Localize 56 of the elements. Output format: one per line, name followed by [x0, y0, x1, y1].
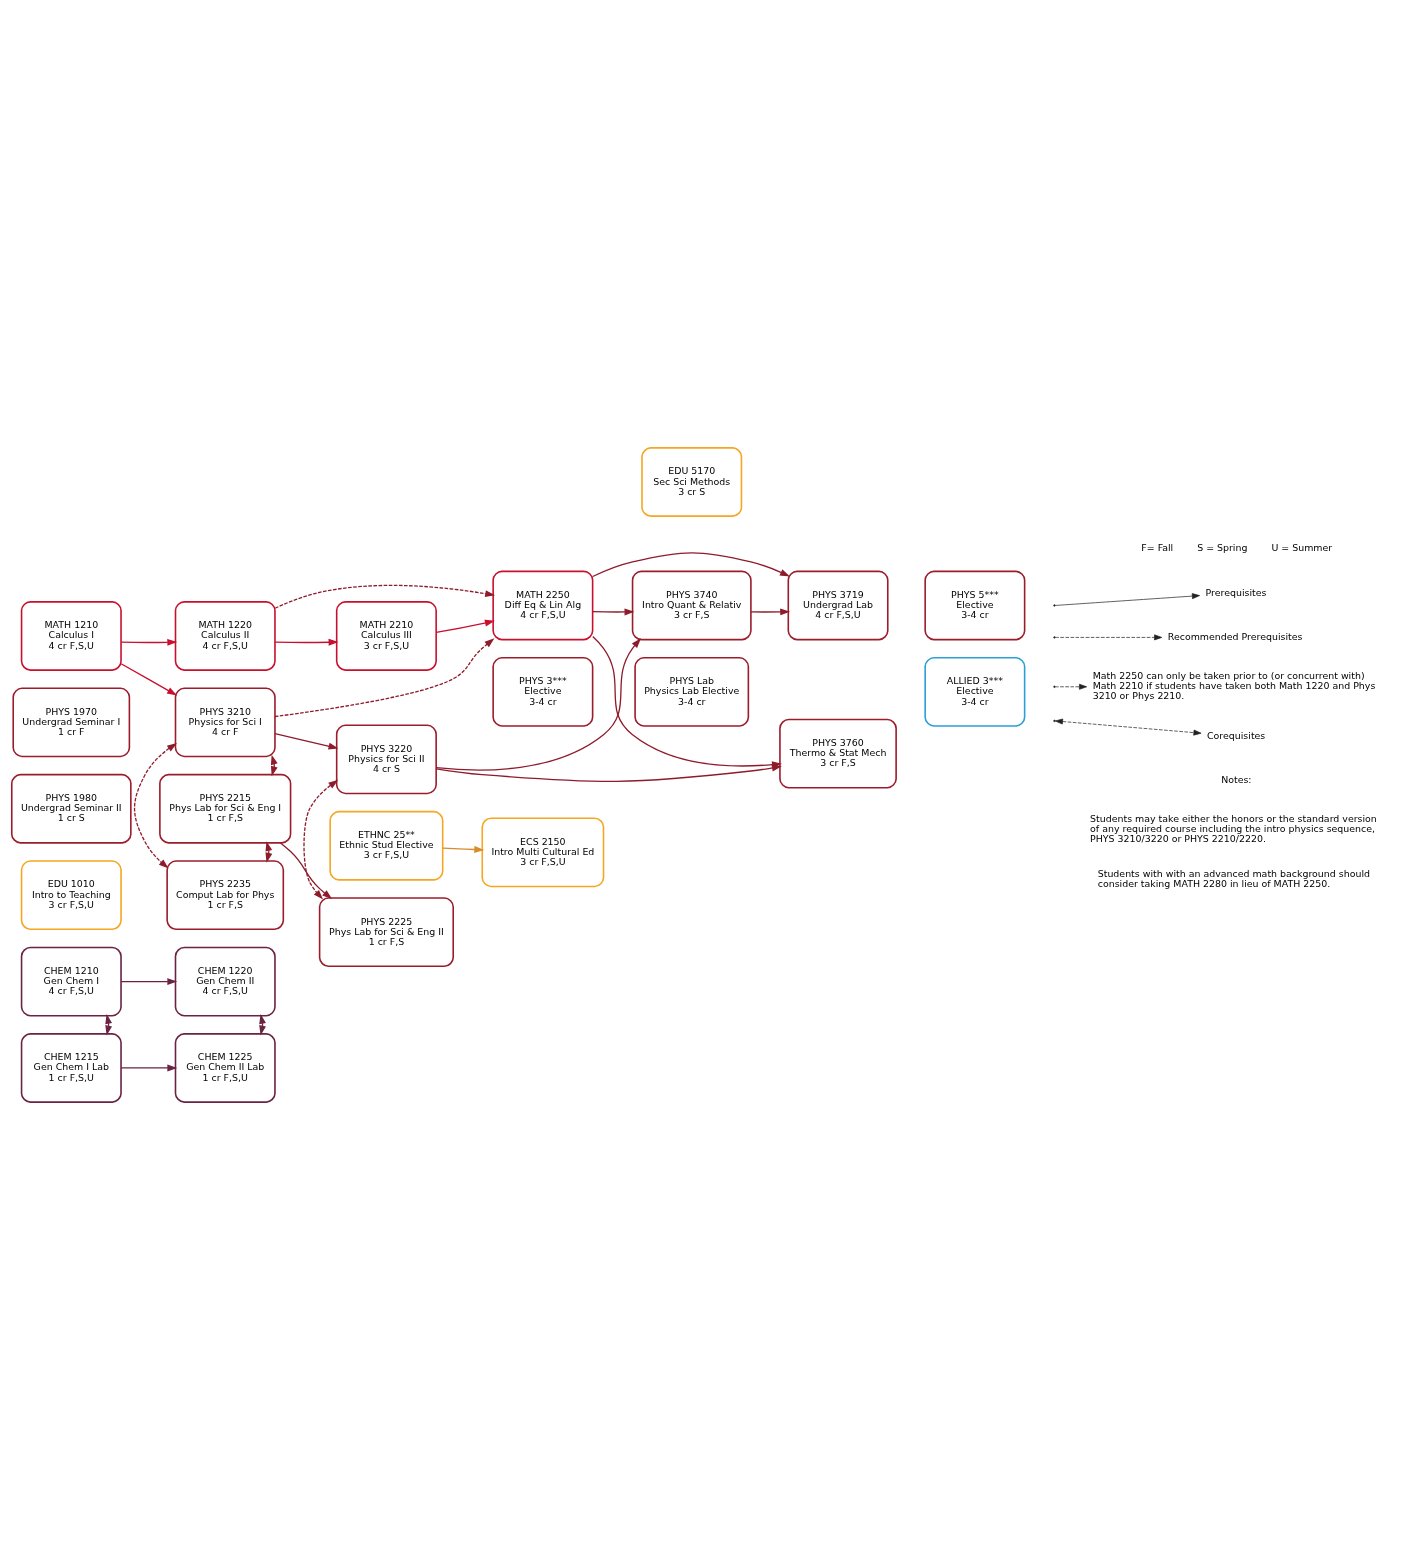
node-box: CHEM 1210 Gen Chem I 4 cr F,S,U — [20, 946, 122, 1016]
label: Students with with an advanced math background should consider taking MATH 2280 in lieu of MATH 2250. — [1097, 867, 1370, 889]
node-box: MATH 2250 Diff Eq & Lin Alg 4 cr F,S,U — [492, 570, 594, 640]
arrow — [303, 779, 339, 899]
legend-label: Prerequisites — [1205, 586, 1267, 598]
node-box: MATH 2210 Calculus III 3 cr F,S,U — [335, 600, 437, 671]
node-box: PHYS 3220 Physics for Sci II 4 cr S — [335, 723, 437, 794]
legend-label: Corequisites — [1206, 729, 1266, 741]
arrow — [435, 637, 642, 771]
node-box: EDU 5170 Sec Sci Methods 3 cr S — [641, 446, 743, 517]
arrow — [279, 841, 333, 899]
node-box: PHYS 3760 Thermo & Stat Mech 3 cr F,S — [779, 718, 897, 788]
arrow — [274, 637, 495, 717]
node-box: PHYS Lab Physics Lab Elective 3-4 cr — [634, 656, 750, 727]
node-box: CHEM 1215 Gen Chem I Lab 1 cr F,S,U — [20, 1032, 122, 1103]
arrow — [120, 662, 177, 695]
arrow — [265, 840, 273, 863]
node-box: CHEM 1220 Gen Chem II 4 cr F,S,U — [174, 946, 276, 1016]
node-box: PHYS 5*** Elective 3-4 cr — [924, 570, 1026, 640]
node-box: ECS 2150 Intro Multi Cultural Ed 3 cr F,S,U — [481, 816, 605, 887]
legend-label: Math 2250 can only be taken prior to (or concurrent with) Math 2210 if students have taken both Math 1220 and Phys 3210 or Phys 2210. — [1092, 669, 1376, 701]
arrow — [435, 764, 782, 782]
arrow — [120, 1064, 178, 1071]
arrow — [270, 754, 278, 776]
node-box: ETHNC 25** Ethnic Stud Elective 3 cr F,S,U — [329, 810, 444, 881]
arrow — [274, 732, 339, 750]
node-box: MATH 1210 Calculus I 4 cr F,S,U — [20, 600, 122, 671]
node-box: PHYS 3210 Physics for Sci I 4 cr F — [174, 686, 276, 757]
arrow — [435, 619, 495, 633]
arrow — [592, 551, 790, 577]
node-box: PHYS 2215 Phys Lab for Sci & Eng I 1 cr F,S — [159, 773, 292, 844]
node-box: MATH 1220 Calculus II 4 cr F,S,U — [174, 600, 276, 671]
arrow — [105, 1013, 113, 1035]
node-box: CHEM 1225 Gen Chem II Lab 1 cr F,S,U — [174, 1032, 276, 1103]
node-box: PHYS 3740 Intro Quant & Relativ 3 cr F,S — [631, 570, 752, 640]
arrow — [442, 845, 485, 853]
node-box: EDU 1010 Intro to Teaching 3 cr F,S,U — [20, 859, 122, 930]
arrow — [120, 977, 178, 985]
arrow — [259, 1013, 266, 1035]
node-box: PHYS 1980 Undergrad Seminar II 1 cr S — [10, 773, 132, 844]
label: Notes: — [1221, 773, 1252, 785]
arrow — [274, 638, 339, 646]
node-box: PHYS 2225 Phys Lab for Sci & Eng II 1 cr F,S — [318, 896, 454, 967]
arrow — [133, 742, 177, 868]
node-box: PHYS 3719 Undergrad Lab 4 cr F,S,U — [787, 570, 889, 640]
arrow — [592, 608, 635, 615]
arrow — [750, 607, 791, 615]
label: Students may take either the honors or the standard version of any required course including the intro physics sequence, PHYS 3210/3220 or PHYS 2210/2220. — [1090, 812, 1377, 844]
label: F= Fall S = Spring U = Summer — [1141, 541, 1333, 553]
legend-label: Recommended Prerequisites — [1167, 630, 1303, 642]
node-box: ALLIED 3*** Elective 3-4 cr — [924, 656, 1026, 727]
node-box: PHYS 2235 Comput Lab for Phys 1 cr F,S — [166, 859, 285, 930]
arrow — [120, 638, 178, 646]
arrow — [274, 584, 496, 609]
node-box: PHYS 1970 Undergrad Seminar I 1 cr F — [12, 686, 131, 757]
node-box: PHYS 3*** Elective 3-4 cr — [492, 656, 594, 727]
